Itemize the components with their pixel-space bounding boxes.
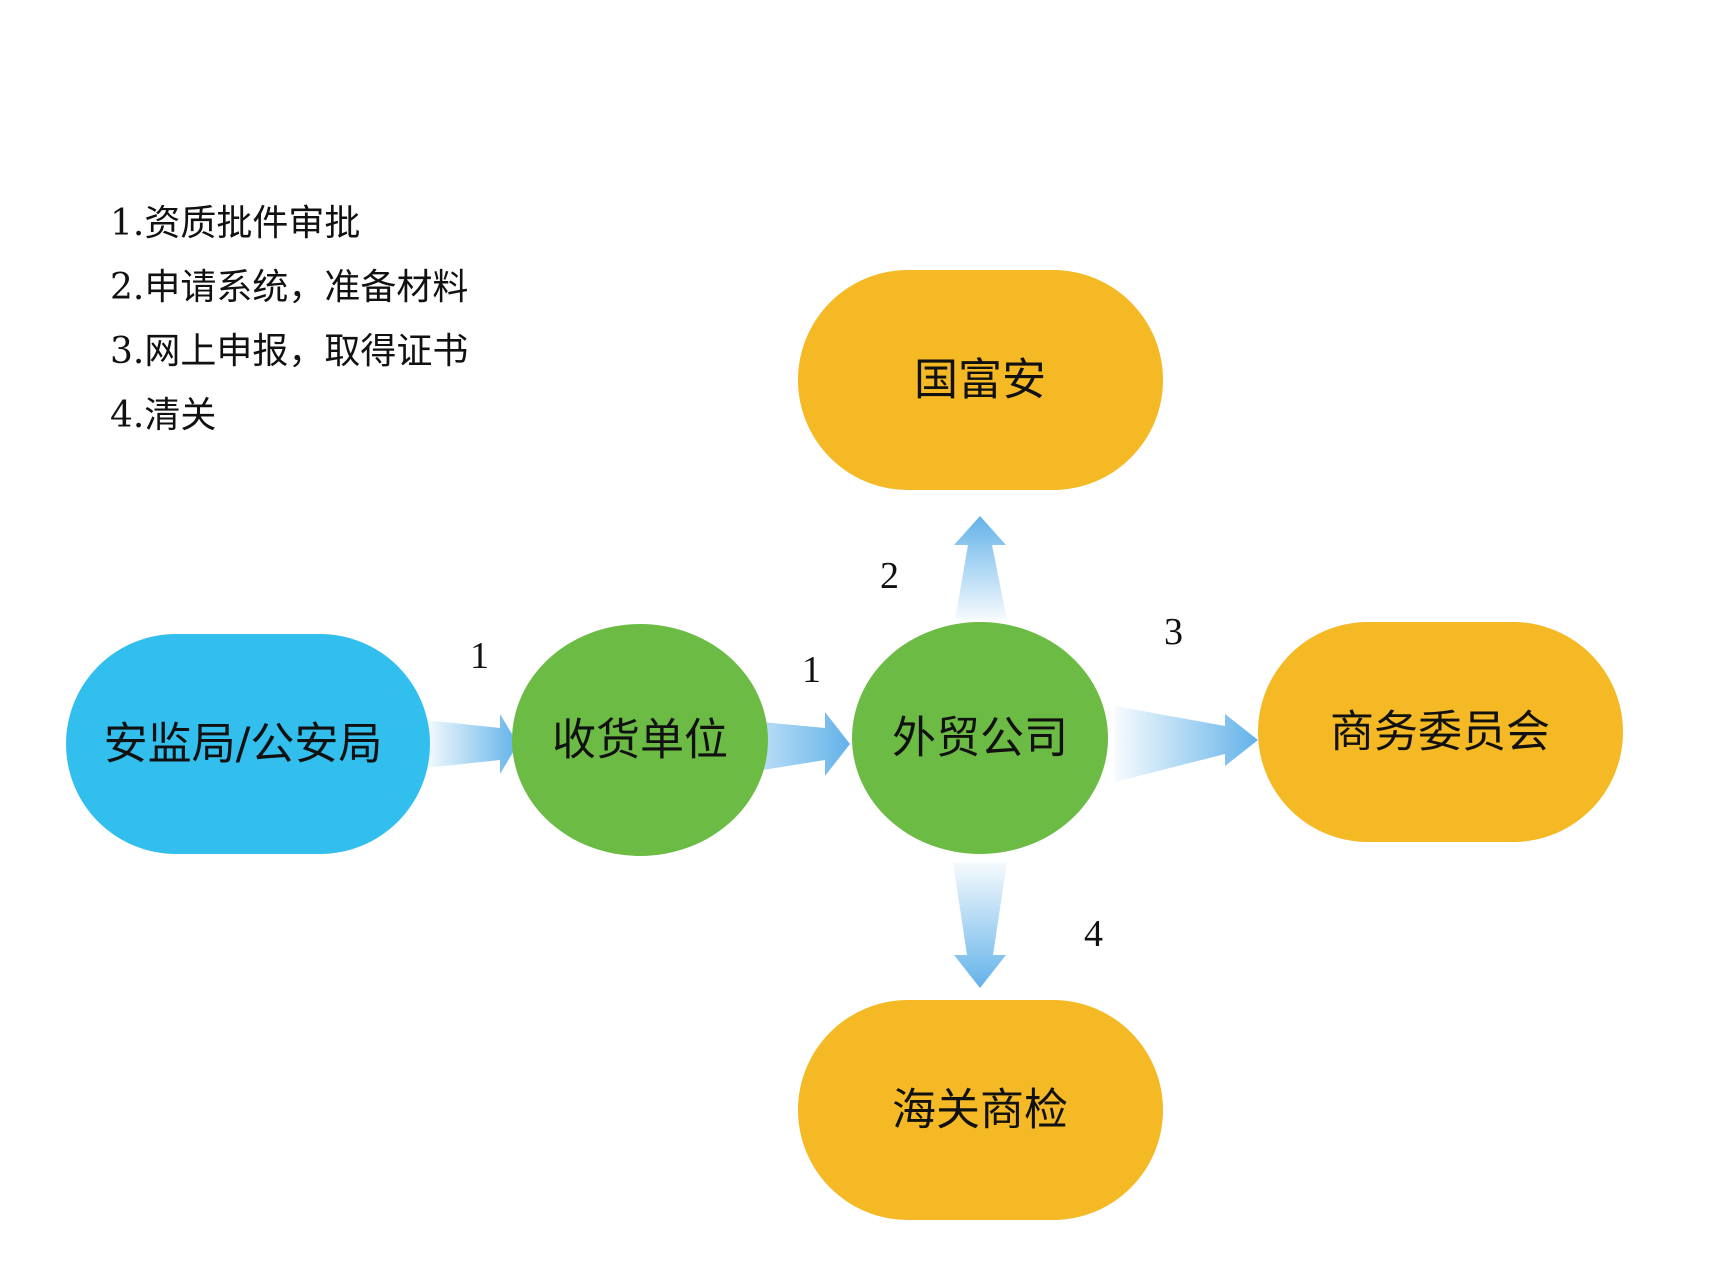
node-shangwu: 商务委员会 [1258,622,1623,842]
edge-label-waimao-shangwu: 3 [1164,611,1183,653]
node-shouhuo: 收货单位 [512,624,768,856]
node-haiguan-label: 海关商检 [892,1085,1068,1136]
node-anjianju-shape [66,634,430,854]
node-shouhuo-label: 收货单位 [552,715,728,766]
node-shangwu-label: 商务委员会 [1330,707,1550,758]
legend-item-4: 4.清关 [110,395,217,436]
legend-list: 1.资质批件审批 2.申请系统，准备材料 3.网上申报，取得证书 4.清关 [110,192,468,448]
legend-item-1: 1.资质批件审批 [110,203,361,244]
node-waimao-label: 外贸公司 [892,713,1068,764]
arrow-waimao-to-haiguan [953,862,1007,988]
arrow-anjianju-to-shouhuo [425,714,518,774]
edge-label-anjianju-shouhuo: 1 [470,635,489,677]
legend-item-3: 3.网上申报，取得证书 [110,331,469,372]
node-guofuan-shape [798,270,1163,490]
node-anjianju-label: 安监局/公安局 [104,719,383,770]
arrow-waimao-to-shangwu [1115,706,1258,782]
node-guofuan: 国富安 [798,270,1163,490]
node-shouhuo-shape [512,624,768,856]
arrow-waimao-to-guofuan [954,516,1007,620]
edge-label-shouhuo-waimao: 1 [802,649,821,691]
node-waimao-shape [852,622,1108,854]
node-haiguan: 海关商检 [798,1000,1163,1220]
node-haiguan-shape [798,1000,1163,1220]
node-anjianju: 安监局/公安局 [66,634,430,854]
node-shangwu-shape [1258,622,1623,842]
edge-label-waimao-guofuan: 2 [880,555,899,597]
node-waimao: 外贸公司 [852,622,1108,854]
edge-label-waimao-haiguan: 4 [1084,913,1103,955]
node-guofuan-label: 国富安 [914,355,1046,406]
legend-item-2: 2.申请系统，准备材料 [110,267,469,308]
